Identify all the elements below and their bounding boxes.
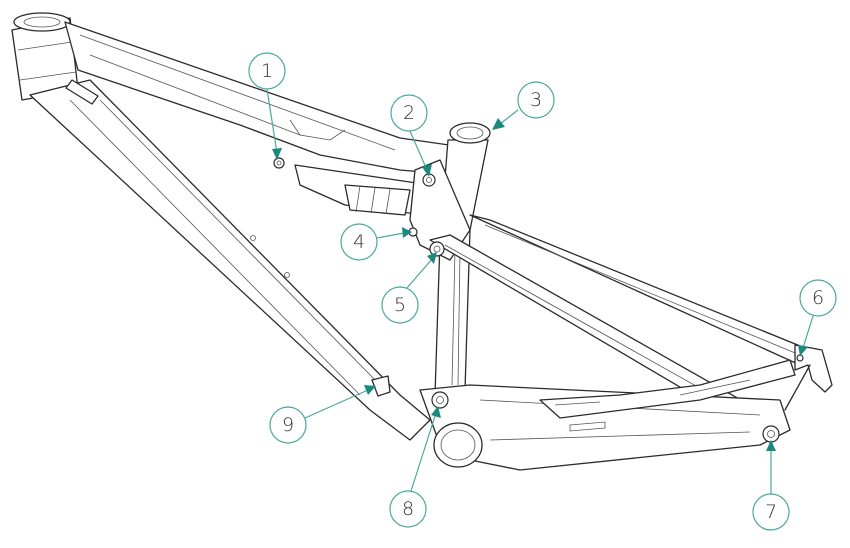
callout-2-label: 2: [403, 102, 415, 124]
callouts: 1 2 3 4 5: [248, 52, 837, 531]
callout-7: 7: [752, 440, 790, 531]
callout-3-label: 3: [530, 89, 542, 111]
callout-9-label: 9: [282, 414, 294, 436]
callout-8-label: 8: [402, 498, 414, 520]
bottom-bracket: [433, 422, 483, 468]
top-tube: [64, 21, 471, 177]
callout-8: 8: [389, 406, 441, 528]
callout-5-label: 5: [394, 294, 406, 316]
callout-9: 9: [269, 385, 376, 444]
callout-4: 4: [340, 223, 412, 261]
down-tube: [29, 79, 431, 441]
callout-6-label: 6: [812, 287, 824, 309]
callout-3: 3: [492, 81, 555, 130]
callout-2: 2: [390, 94, 432, 177]
callout-4-label: 4: [353, 231, 365, 253]
callout-7-label: 7: [765, 501, 777, 523]
callout-6: 6: [798, 279, 837, 356]
rear-dropout: [784, 344, 833, 411]
callout-1: 1: [248, 52, 286, 160]
chain-stay: [419, 359, 796, 471]
callout-1-label: 1: [261, 60, 273, 82]
callout-5: 5: [381, 252, 437, 324]
pivot-points: [273, 157, 804, 443]
rear-shock: [294, 164, 431, 216]
bike-frame-drawing: [11, 12, 833, 471]
